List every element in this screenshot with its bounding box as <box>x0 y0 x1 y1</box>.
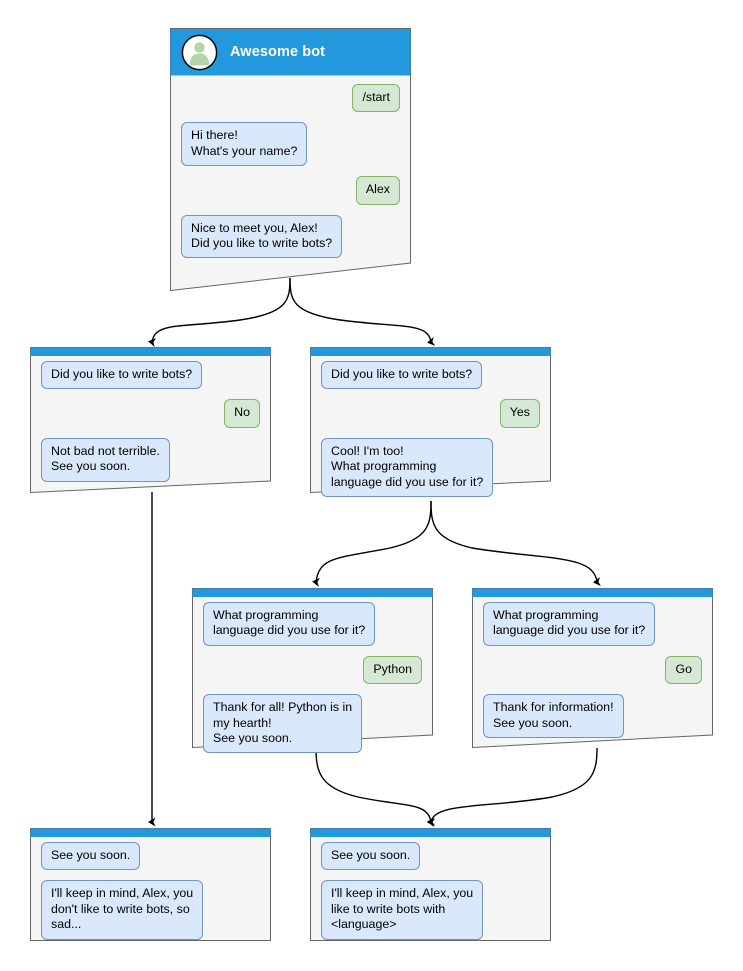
bot-message-bubble: What programming language did you use fo… <box>203 602 376 646</box>
message-row: Alex <box>181 176 400 205</box>
message-row: Hi there! What's your name? <box>181 122 400 167</box>
chat-card-no-branch[interactable]: Did you like to write bots? No Not bad n… <box>30 347 271 493</box>
bot-message-bubble: What programming language did you use fo… <box>483 602 656 646</box>
bot-titlebar: Awesome bot <box>170 28 411 76</box>
chat-card-python-branch[interactable]: What programming language did you use fo… <box>192 588 433 754</box>
message-list-root: /start Hi there! What's your name? Alex … <box>170 84 411 259</box>
bot-message-bubble: Cool! I'm too! What programming language… <box>321 437 494 498</box>
bot-message-bubble: Thank for all! Python is in my hearth! S… <box>203 694 363 754</box>
message-row: See you soon. <box>41 842 260 871</box>
message-row: I'll keep in mind, Alex, you don't like … <box>41 880 260 940</box>
chat-card-go-branch[interactable]: What programming language did you use fo… <box>472 588 713 748</box>
message-row: Thank for all! Python is in my hearth! S… <box>203 694 422 754</box>
message-row: See you soon. <box>321 842 540 871</box>
message-list-go-branch: What programming language did you use fo… <box>472 602 713 739</box>
message-list-no-branch: Did you like to write bots? No Not bad n… <box>30 361 271 482</box>
message-list-end-sad: See you soon. I'll keep in mind, Alex, y… <box>30 842 271 940</box>
message-row: Python <box>203 655 422 685</box>
message-row: What programming language did you use fo… <box>203 602 422 646</box>
bot-message-bubble: I'll keep in mind, Alex, you like to wri… <box>321 880 484 940</box>
user-message-bubble: Python <box>363 655 422 685</box>
chat-card-yes-branch[interactable]: Did you like to write bots? Yes Cool! I'… <box>310 347 551 498</box>
message-row: Did you like to write bots? <box>321 361 540 390</box>
user-message-bubble: /start <box>352 84 400 113</box>
edge-yes-to-python <box>312 500 432 587</box>
chat-card-end-sad[interactable]: See you soon. I'll keep in mind, Alex, y… <box>30 828 271 941</box>
message-row: Did you like to write bots? <box>41 361 260 390</box>
edge-go-to-end-happy <box>427 747 598 827</box>
message-row: Go <box>483 655 702 685</box>
bot-message-bubble: Did you like to write bots? <box>321 361 483 390</box>
bot-message-bubble: See you soon. <box>321 842 421 871</box>
bot-message-bubble: Not bad not terrible. See you soon. <box>41 437 170 482</box>
user-message-bubble: Yes <box>499 399 540 428</box>
bot-message-bubble: I'll keep in mind, Alex, you don't like … <box>41 880 204 940</box>
message-list-python-branch: What programming language did you use fo… <box>192 602 433 754</box>
bot-message-bubble: Thank for information! See you soon. <box>483 694 624 739</box>
message-row: /start <box>181 84 400 113</box>
message-row: Yes <box>321 399 540 428</box>
user-avatar-icon <box>181 34 218 70</box>
bot-title: Awesome bot <box>230 44 326 60</box>
message-row: Thank for information! See you soon. <box>483 694 702 739</box>
bot-message-bubble: See you soon. <box>41 842 141 871</box>
user-message-bubble: No <box>224 399 260 428</box>
user-message-bubble: Alex <box>355 176 400 205</box>
chat-card-root[interactable]: Awesome bot /start Hi there! What's your… <box>170 28 411 291</box>
bot-message-bubble: Hi there! What's your name? <box>181 122 308 167</box>
message-row: Not bad not terrible. See you soon. <box>41 437 260 482</box>
message-list-yes-branch: Did you like to write bots? Yes Cool! I'… <box>310 361 551 498</box>
message-row: No <box>41 399 260 428</box>
chat-card-end-happy[interactable]: See you soon. I'll keep in mind, Alex, y… <box>310 828 551 941</box>
message-row: Cool! I'm too! What programming language… <box>321 437 540 498</box>
message-row: What programming language did you use fo… <box>483 602 702 646</box>
message-list-end-happy: See you soon. I'll keep in mind, Alex, y… <box>310 842 551 940</box>
message-row: Nice to meet you, Alex! Did you like to … <box>181 214 400 259</box>
message-row: I'll keep in mind, Alex, you like to wri… <box>321 880 540 940</box>
bot-message-bubble: Nice to meet you, Alex! Did you like to … <box>181 214 343 259</box>
edge-yes-to-go <box>430 500 601 587</box>
edge-python-to-end-happy <box>315 747 436 826</box>
user-message-bubble: Go <box>665 655 702 685</box>
bot-message-bubble: Did you like to write bots? <box>41 361 203 390</box>
